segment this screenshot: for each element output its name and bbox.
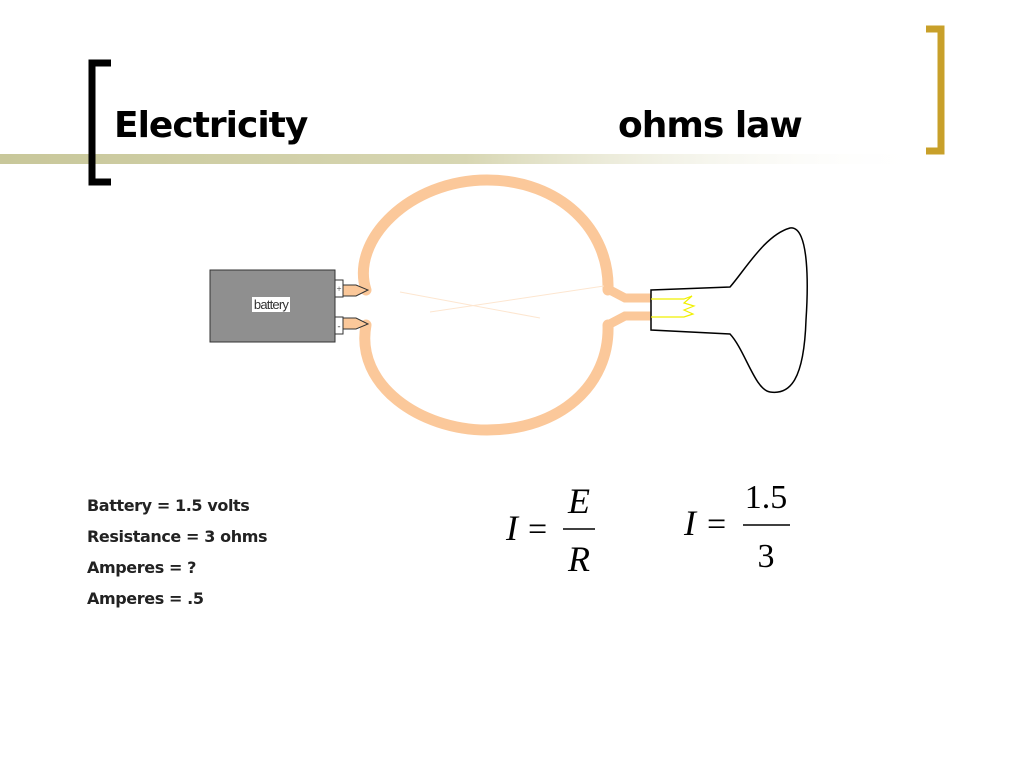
fact-resistance: Resistance = 3 ohms xyxy=(87,527,268,546)
fact-amperes-question: Amperes = ? xyxy=(87,558,197,577)
positive-clip xyxy=(342,284,370,297)
faint-line-b xyxy=(429,285,605,313)
fact-amperes-answer: Amperes = .5 xyxy=(87,589,204,608)
formula-specific-eq: = xyxy=(707,506,726,543)
wire-to-bulb-top xyxy=(603,284,651,303)
wire-to-bulb-bottom xyxy=(603,311,651,330)
battery-label-bg xyxy=(252,297,290,312)
formula-specific-numerator: 1.5 xyxy=(745,479,788,516)
formula-specific: I = 1.5 3 xyxy=(683,479,790,575)
formula-general-eq: = xyxy=(528,511,547,548)
wire-loop xyxy=(358,174,614,436)
slide-subtitle: ohms law xyxy=(618,105,803,146)
bulb-filament xyxy=(651,295,696,318)
negative-symbol: - xyxy=(338,321,341,331)
positive-symbol: + xyxy=(336,284,341,294)
right-bracket xyxy=(926,25,945,155)
light-bulb xyxy=(650,227,808,394)
formula-general-lhs: I xyxy=(505,508,520,548)
left-bracket xyxy=(88,59,111,186)
battery-label: battery xyxy=(254,297,289,312)
formula-specific-lhs: I xyxy=(683,503,698,543)
formula-specific-denominator: 3 xyxy=(758,538,775,575)
facts-list: Battery = 1.5 volts Resistance = 3 ohms … xyxy=(87,490,268,614)
title-rule xyxy=(0,154,930,164)
slide-title: Electricity xyxy=(114,105,308,146)
formula-general: I = E R xyxy=(505,481,595,579)
formula-general-denominator: R xyxy=(567,539,590,579)
faint-line-a xyxy=(399,291,541,319)
negative-clip xyxy=(342,317,370,330)
formula-general-numerator: E xyxy=(567,481,590,521)
fact-battery: Battery = 1.5 volts xyxy=(87,496,250,515)
